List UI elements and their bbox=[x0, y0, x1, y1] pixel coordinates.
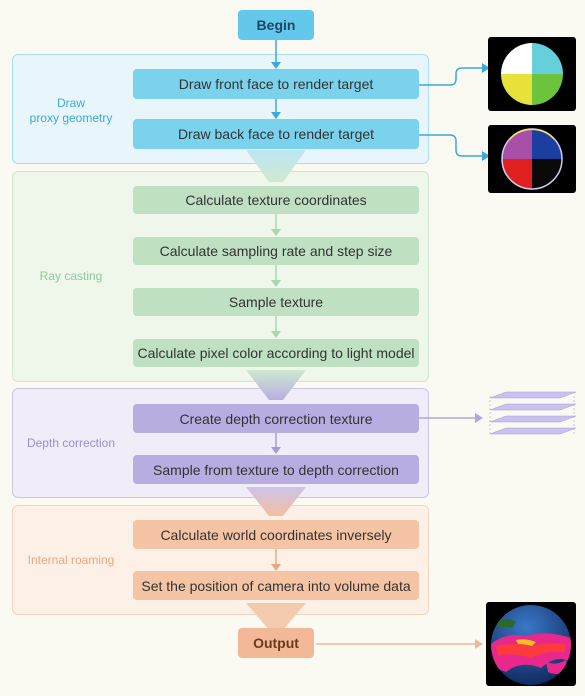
step-texture-coordinates: Calculate texture coordinates bbox=[133, 186, 419, 214]
section-label-depth-correction: Depth correction bbox=[26, 436, 116, 450]
render-back-face-icon bbox=[488, 125, 576, 193]
step-draw-front-face: Draw front face to render target bbox=[133, 69, 419, 99]
step-camera-position: Set the position of camera into volume d… bbox=[133, 571, 419, 600]
funnel-raycasting-to-depth bbox=[246, 370, 306, 400]
section-label-ray-casting: Ray casting bbox=[39, 269, 103, 283]
section-label-internal-roaming: Internal roaming bbox=[27, 553, 115, 567]
funnel-proxy-to-raycasting bbox=[246, 150, 306, 182]
begin-node: Begin bbox=[238, 10, 314, 40]
render-front-face-icon bbox=[488, 37, 576, 111]
step-sampling-rate: Calculate sampling rate and step size bbox=[133, 237, 419, 265]
step-create-depth-texture: Create depth correction texture bbox=[133, 404, 419, 433]
funnel-roaming-to-output bbox=[246, 603, 306, 630]
funnel-depth-to-roaming bbox=[246, 487, 306, 516]
section-label-proxy-geometry: Draw proxy geometry bbox=[29, 96, 113, 125]
texture-slices-icon bbox=[484, 390, 580, 440]
step-sample-depth-correction: Sample from texture to depth correction bbox=[133, 455, 419, 484]
step-world-coordinates: Calculate world coordinates inversely bbox=[133, 520, 419, 549]
volume-output-icon bbox=[486, 602, 576, 686]
output-node: Output bbox=[238, 628, 314, 658]
step-pixel-color: Calculate pixel color according to light… bbox=[133, 339, 419, 367]
step-draw-back-face: Draw back face to render target bbox=[133, 119, 419, 149]
step-sample-texture: Sample texture bbox=[133, 288, 419, 316]
